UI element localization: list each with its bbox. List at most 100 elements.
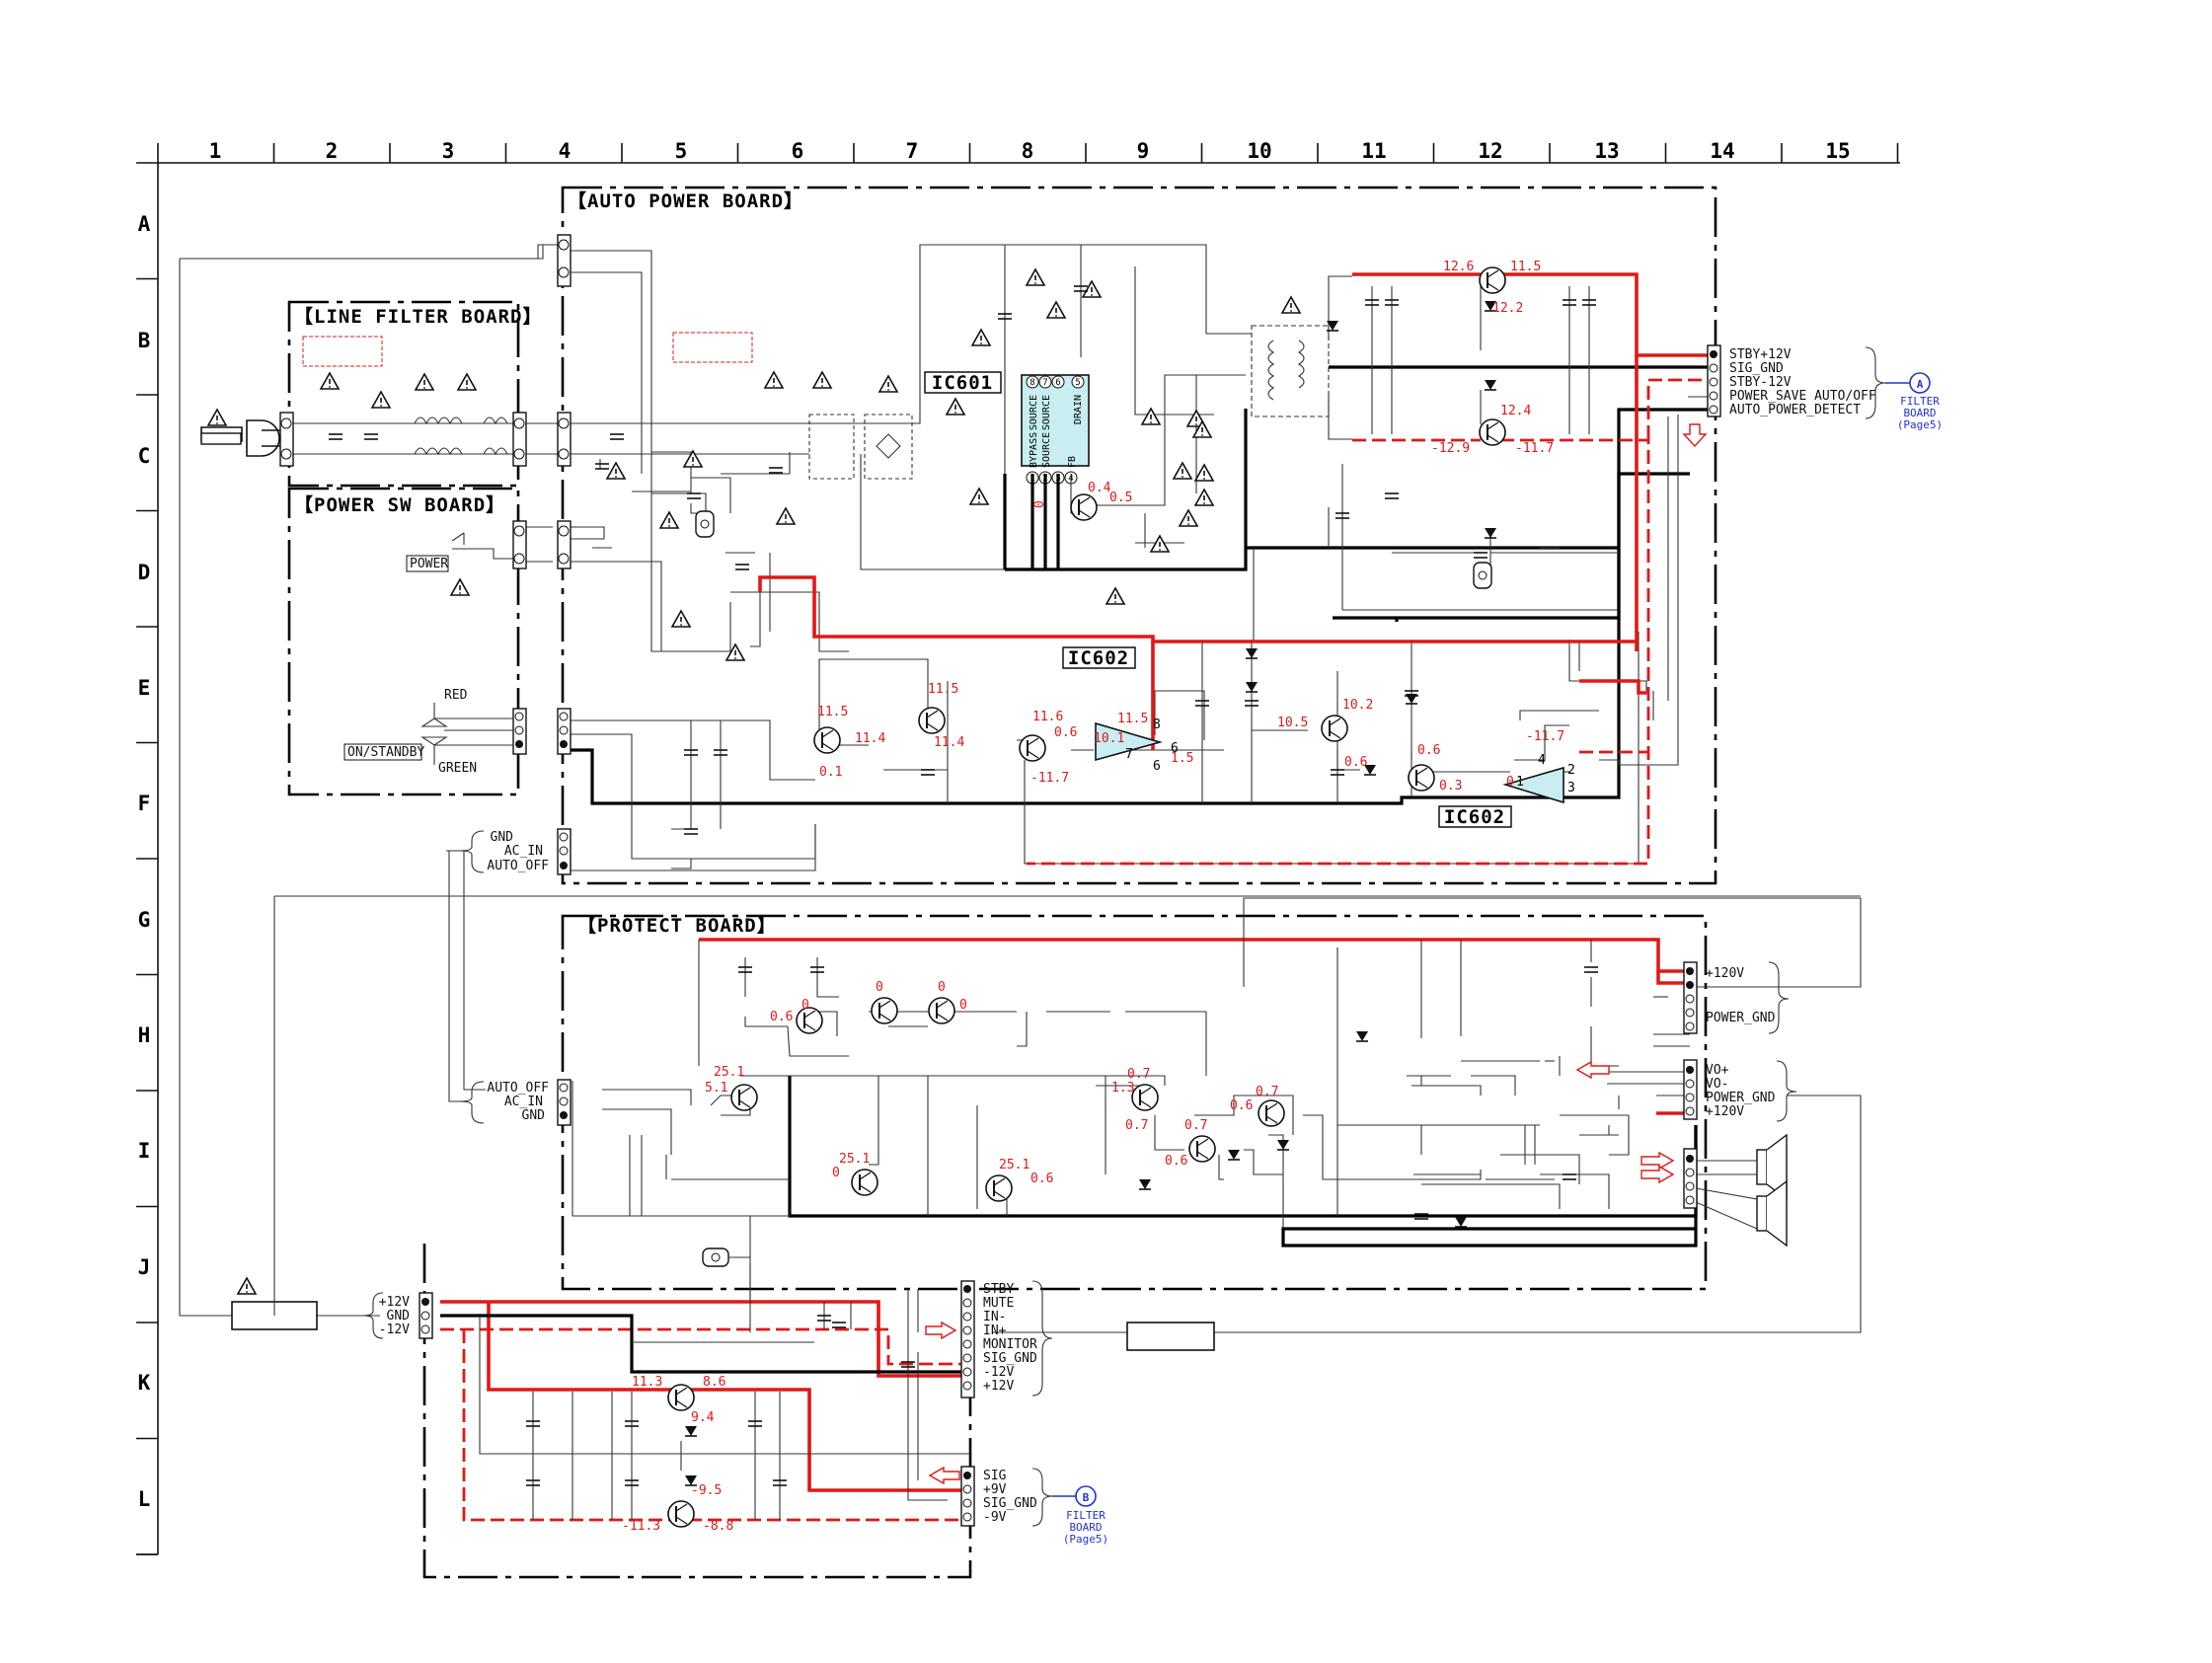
passive-component-icon — [1365, 299, 1379, 306]
voltage-label: -9.5 — [691, 1483, 722, 1498]
diode-icon — [1364, 765, 1376, 776]
transistor-icon — [667, 1384, 695, 1411]
diode-icon — [1246, 648, 1258, 659]
ic601-pin-number: 7 — [1042, 378, 1047, 388]
reference-line: FILTER — [1066, 1509, 1106, 1522]
ic601-block: 8 7 6 5 1 2 3 4 SOURCE SOURCE DRAIN BYPA… — [1021, 374, 1090, 485]
diode-icon — [1485, 528, 1496, 539]
ic601-pin-label: SOURCE — [1041, 395, 1052, 430]
column-label: 13 — [1594, 139, 1619, 163]
reference-line: (Page5) — [1063, 1533, 1108, 1546]
passive-component-icon — [1385, 299, 1399, 306]
voltage-label: 0.3 — [1439, 779, 1462, 794]
ic602-label: IC602 — [1444, 806, 1505, 828]
column-label: 2 — [326, 139, 339, 163]
warning-icon — [811, 370, 833, 389]
passive-component-icon — [832, 1322, 846, 1328]
mute-label: STBY — [983, 1282, 1014, 1297]
sig-label: SIG_GND — [983, 1496, 1037, 1511]
row-label: H — [138, 1023, 151, 1047]
passive-component-icon — [714, 749, 727, 756]
voltage-label: 0 — [876, 980, 883, 995]
diode-icon — [1139, 1179, 1151, 1190]
arrow-icons — [925, 423, 1708, 1485]
warning-icon — [370, 390, 392, 409]
warning-icon — [1172, 461, 1193, 480]
diode-icon — [1455, 1217, 1467, 1228]
voltage-label: 1.5 — [1171, 751, 1193, 766]
voltage-label: 0 — [938, 980, 946, 995]
transistor-icon — [928, 997, 955, 1024]
mute-label: IN+ — [983, 1323, 1007, 1338]
transistor-icon — [1131, 1084, 1159, 1111]
warning-icons — [206, 267, 1302, 1295]
voltage-label: 5.1 — [705, 1081, 727, 1096]
warning-icon — [456, 372, 478, 391]
auto-off-label: AC_IN — [504, 1095, 543, 1109]
warning-icon — [1081, 279, 1103, 298]
voltage-label: 25.1 — [999, 1158, 1030, 1172]
auto-power-board-outline — [561, 186, 1717, 885]
transistor-icon — [871, 997, 898, 1024]
warning-icon — [449, 577, 471, 596]
voltage-label: 11.4 — [855, 731, 885, 746]
ic601-pin-label: DRAIN — [1073, 395, 1084, 424]
voltage-label: 0.6 — [1054, 725, 1077, 740]
stby-label: AUTO_POWER_DETECT — [1729, 403, 1861, 417]
voltage-label: -11.7 — [1030, 771, 1069, 786]
column-label: 15 — [1825, 139, 1850, 163]
voltage-label: 0.7 — [1127, 1067, 1150, 1082]
passive-component-icon — [773, 1479, 787, 1486]
voltage-label: 12.2 — [1492, 301, 1523, 316]
voltage-label: 11.4 — [934, 735, 964, 750]
warning-icon — [968, 487, 990, 505]
voltage-label: 0.4 — [1088, 481, 1111, 495]
transistor-icon — [730, 1084, 758, 1111]
power-switch-label: POWER — [410, 557, 448, 571]
passive-component-icon — [684, 749, 698, 756]
passive-component-icon — [810, 966, 824, 973]
transistor-icon — [667, 1500, 695, 1528]
voltage-label: -12.9 — [1431, 441, 1470, 456]
warning-icon — [1193, 463, 1215, 482]
ac-plug-icon — [200, 432, 242, 445]
row-label: G — [138, 908, 151, 932]
reference-a: A FILTER BOARD (Page5) — [1885, 372, 1943, 431]
warning-icon — [206, 408, 228, 426]
auto-off-label: GND — [491, 830, 514, 845]
ic601-pin-number: 6 — [1055, 378, 1060, 388]
voltage-label: 12.6 — [1443, 260, 1474, 274]
stby-label: POWER_SAVE AUTO/OFF — [1729, 389, 1876, 404]
passive-component-icon — [738, 966, 752, 973]
transistors — [667, 266, 1506, 1528]
transistor-icon — [1258, 1099, 1285, 1127]
passive-component-icon — [735, 564, 749, 570]
vo-label: VO- — [1706, 1077, 1728, 1092]
voltage-label: 0.6 — [1344, 755, 1367, 770]
voltage-label: 0 — [1032, 500, 1047, 508]
column-label: 3 — [442, 139, 455, 163]
voltage-label: -11.7 — [1515, 441, 1554, 456]
reference-line: BOARD — [1069, 1521, 1102, 1534]
supply-label: -12V — [379, 1323, 410, 1337]
mute-label: IN- — [983, 1310, 1006, 1324]
ic601-label: IC601 — [932, 372, 993, 394]
voltage-label: 10.5 — [1277, 716, 1308, 730]
voltage-label: 0 — [801, 998, 809, 1013]
pin-number: 6 — [1171, 741, 1179, 756]
line-filter-board-outline — [287, 300, 520, 488]
ic-labels: IC601 IC602 IC602 — [924, 371, 1512, 828]
red-led-label: RED — [444, 688, 468, 703]
green-led-label: GREEN — [438, 761, 477, 776]
passive-component-icon — [625, 1420, 639, 1427]
passive-component-icon — [595, 463, 609, 470]
column-label: 8 — [1022, 139, 1034, 163]
supply-label: GND — [387, 1309, 411, 1323]
mute-label: +12V — [983, 1379, 1014, 1394]
transistor-icon — [1321, 715, 1348, 742]
reference-letter: B — [1083, 1491, 1090, 1504]
row-label: A — [138, 212, 151, 236]
grid-frame — [136, 143, 1900, 1555]
auto-off-label: GND — [522, 1108, 546, 1123]
warning-icon — [682, 449, 704, 468]
